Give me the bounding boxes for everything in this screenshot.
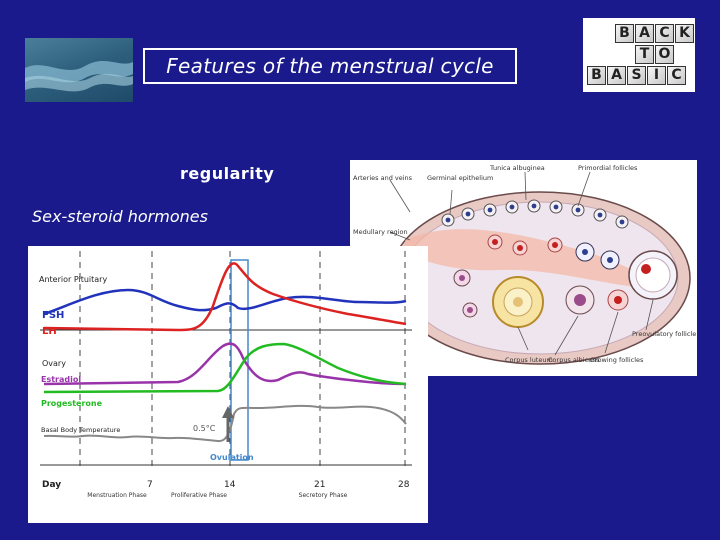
follicles	[441, 199, 629, 270]
logo-cube: T	[635, 45, 654, 64]
estradiol-curve	[43, 342, 407, 386]
label-germinal: Germinal epithelium	[427, 174, 493, 182]
label-corpus-luteum: Corpus luteum	[505, 356, 553, 364]
day-tick-21: 21	[314, 480, 325, 490]
progesterone-curve	[43, 342, 407, 394]
corpus-luteum	[492, 276, 544, 328]
label-progesterone: Progesterone	[41, 399, 103, 408]
phase-secretory-text: Secretory Phase	[298, 492, 348, 499]
lh-curve	[43, 262, 407, 332]
label-growing: Growing follicles	[590, 356, 644, 364]
phase-menstruation: Menstruation Phase	[87, 492, 147, 499]
day-tick-28: 28	[398, 480, 410, 490]
bbt-curve	[43, 404, 407, 443]
logo-row-3: B A S I C	[587, 66, 687, 85]
medulla-region	[405, 229, 650, 288]
ovary-diagram-svg: Arteries and veins Germinal epithelium T…	[353, 164, 696, 365]
subtitle-regularity: regularity	[180, 164, 275, 183]
day-tick-7: 7	[147, 480, 153, 490]
fsh-curve	[43, 288, 407, 316]
logo-cube: K	[675, 24, 694, 43]
logo-cube: I	[647, 66, 666, 85]
logo-cube: O	[655, 45, 674, 64]
label-tunica: Tunica albuginea	[489, 164, 545, 172]
hormone-chart-svg: Anterior Pituitary FSH LH Ovary Estradio…	[39, 251, 412, 499]
ovulation-arrow	[222, 406, 234, 442]
ovary-diagram: Arteries and veins Germinal epithelium T…	[350, 160, 697, 376]
phase-menstruation-text: Menstruation Phase	[87, 492, 147, 499]
hormone-chart: Anterior Pituitary FSH LH Ovary Estradio…	[28, 246, 428, 523]
bullet-sex-steroid-hormones: Sex-steroid hormones	[32, 207, 208, 226]
ovulation-highlight	[230, 259, 249, 461]
label-day: Day	[42, 480, 61, 490]
logo-wave	[25, 38, 133, 102]
phase-proliferative-text: Proliferative Phase	[171, 492, 227, 499]
back-to-basics-logo: B A C K T O B A S I C	[583, 18, 695, 92]
logo-cube: A	[635, 24, 654, 43]
label-bbt: Basal Body Temperature	[41, 426, 120, 434]
day-tick-14: 14	[224, 480, 236, 490]
logo-cube: B	[587, 66, 606, 85]
label-fsh: FSH	[42, 310, 64, 321]
label-estradiol: Estradiol	[41, 375, 81, 384]
logo-cube: C	[667, 66, 686, 85]
phase-proliferative: Proliferative Phase	[171, 492, 227, 499]
slide-title-text: Features of the menstrual cycle	[166, 54, 494, 78]
logo-row-1: B A C K	[615, 24, 695, 43]
corpus-albicans	[565, 285, 595, 315]
label-primordial: Primordial follicles	[578, 164, 638, 172]
slide-title: Features of the menstrual cycle	[143, 48, 517, 84]
label-arteries: Arteries and veins	[353, 174, 413, 182]
logo-cube: A	[607, 66, 626, 85]
logo-cube: B	[615, 24, 634, 43]
logo-row-2: T O	[635, 45, 675, 64]
logo-cube: C	[655, 24, 674, 43]
label-medullary: Medullary region	[353, 228, 408, 236]
logo-cube: S	[627, 66, 646, 85]
label-anterior-pituitary: Anterior Pituitary	[39, 275, 107, 284]
growing-follicles	[453, 269, 629, 318]
label-leaders	[389, 171, 654, 356]
label-corpus-albicans: Corpus albicans	[548, 356, 600, 364]
label-preovulatory: Preovulatory follicle	[632, 330, 696, 338]
label-lh: LH	[42, 326, 57, 337]
label-ovary: Ovary	[42, 359, 66, 368]
label-ovulation: Ovulation	[210, 453, 254, 462]
phase-secretory: Secretory Phase	[298, 492, 348, 499]
label-delta-temp: 0.5°C	[193, 424, 216, 433]
preovulatory-follicle	[628, 250, 678, 300]
